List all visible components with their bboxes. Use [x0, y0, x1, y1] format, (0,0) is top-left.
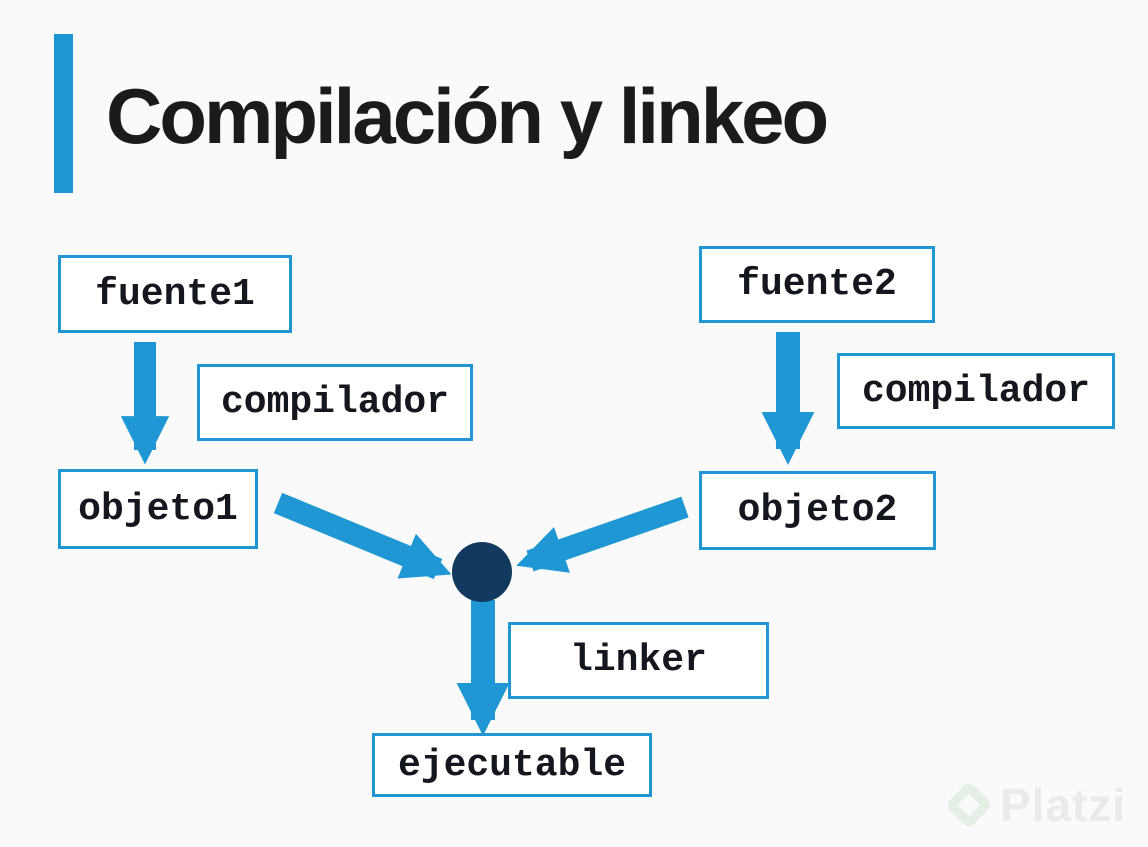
arrow-objeto2-to-junction: [516, 496, 689, 573]
title-accent-bar: [54, 34, 73, 193]
slide-title: Compilación y linkeo: [106, 71, 829, 160]
node-objeto2: objeto2: [699, 471, 936, 550]
platzi-logo-icon: [944, 780, 994, 830]
watermark-text: Platzi: [1000, 779, 1127, 831]
node-compilador-left: compilador: [197, 364, 473, 441]
junction-dot: [452, 542, 512, 602]
node-objeto1: objeto1: [58, 469, 258, 549]
node-linker: linker: [508, 622, 769, 699]
node-fuente1: fuente1: [58, 255, 292, 333]
node-compilador-right: compilador: [837, 353, 1115, 429]
watermark: Platzi: [944, 770, 1148, 840]
arrow-objeto1-to-junction: [273, 492, 452, 580]
node-fuente2: fuente2: [699, 246, 935, 323]
node-ejecutable: ejecutable: [372, 733, 652, 797]
